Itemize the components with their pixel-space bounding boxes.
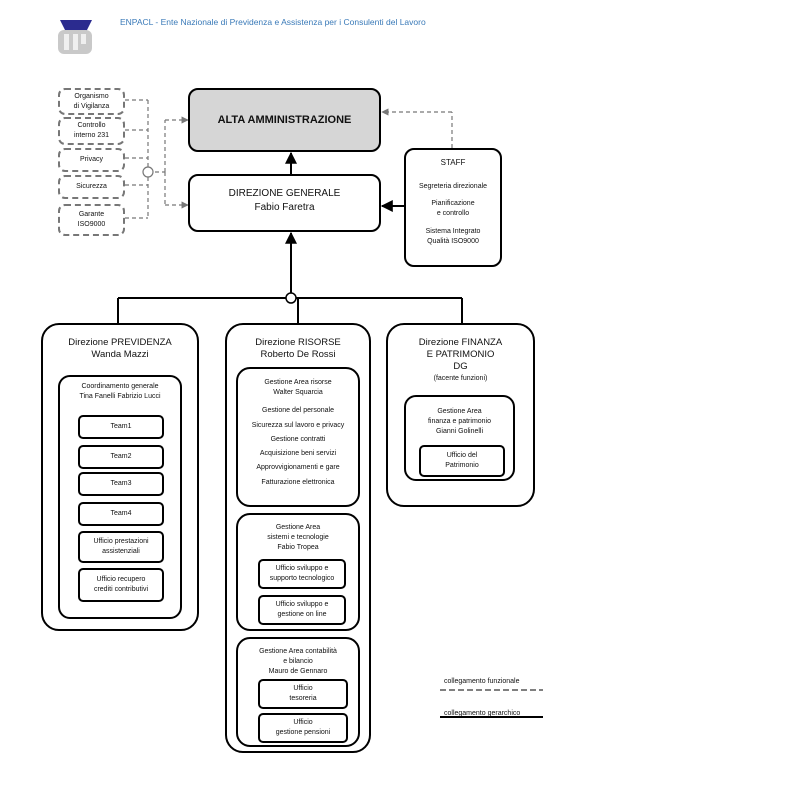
coordinamento-title: Coordinamento generale Tina Fanelli Fabr… (79, 383, 161, 400)
garante-iso-box: Garante ISO9000 (58, 204, 125, 236)
team2-box: Team2 (78, 445, 164, 469)
team1-box: Team1 (78, 415, 164, 439)
ufficio-patrimonio-box: Ufficio del Patrimonio (419, 445, 505, 477)
dg-title: DIREZIONE GENERALE (228, 188, 341, 199)
team3-box: Team3 (78, 472, 164, 496)
area-sistemi-title: Gestione Area sistemi e tecnologie Fabio… (267, 524, 329, 551)
sicurezza-box: Sicurezza (58, 175, 125, 199)
area-risorse-title: Gestione Area risorse Walter Squarcia (264, 379, 332, 396)
finanza-note: (facente funzioni) (433, 375, 488, 382)
area-risorse-item: Gestione contratti (270, 436, 326, 443)
staff-title: STAFF (440, 158, 466, 167)
area-risorse-item: Fatturazione elettronica (261, 479, 335, 486)
finanza-title: Direzione FINANZA E PATRIMONIO DG (418, 337, 503, 372)
page-title: ENPACL - Ente Nazionale di Previdenza e … (120, 17, 426, 27)
ufficio-gestione-online-box: Ufficio sviluppo e gestione on line (258, 595, 346, 625)
previdenza-title: Direzione PREVIDENZA Wanda Mazzi (68, 337, 172, 360)
staff-item: Sistema Integrato Qualità ISO9000 (425, 228, 481, 245)
area-risorse-item: Approvvigionamenti e gare (256, 464, 340, 471)
staff-item: Pianificazione e controllo (431, 200, 475, 217)
logo-mark-icon (58, 20, 92, 54)
coordinamento-generale-box: Coordinamento generale Tina Fanelli Fabr… (58, 375, 182, 619)
direzione-finanza-box: Direzione FINANZA E PATRIMONIO DG (facen… (386, 323, 535, 507)
area-risorse-item: Sicurezza sul lavoro e privacy (251, 422, 345, 429)
area-finanza-title: Gestione Area finanza e patrimonio Giann… (427, 408, 492, 435)
risorse-title: Direzione RISORSE Roberto De Rossi (255, 337, 341, 360)
controllo-interno-box: Controllo interno 231 (58, 117, 125, 145)
staff-item: Segreteria direzionale (418, 183, 488, 190)
enpacl-logo (52, 16, 96, 58)
area-contabilita-title: Gestione Area contabilità e bilancio Mau… (259, 648, 337, 675)
area-risorse-item: Acquisizione beni servizi (259, 450, 337, 457)
direzione-generale-box: DIREZIONE GENERALE Fabio Faretra (188, 174, 381, 232)
alta-amministrazione-box: ALTA AMMINISTRAZIONE (188, 88, 381, 152)
privacy-box: Privacy (58, 148, 125, 172)
area-finanza-box: Gestione Area finanza e patrimonio Giann… (404, 395, 515, 481)
area-contabilita-box: Gestione Area contabilità e bilancio Mau… (236, 637, 360, 747)
area-sistemi-box: Gestione Area sistemi e tecnologie Fabio… (236, 513, 360, 631)
direzione-previdenza-box: Direzione PREVIDENZA Wanda Mazzi Coordin… (41, 323, 199, 631)
dg-name: Fabio Faretra (254, 202, 315, 213)
organismo-vigilanza-box: Organismo di Vigilanza (58, 88, 125, 115)
staff-box: STAFF Segreteria direzionale Pianificazi… (404, 148, 502, 267)
ufficio-recupero-crediti-box: Ufficio recupero crediti contributivi (78, 568, 164, 602)
legend-functional-label: collegamento funzionale (444, 678, 520, 685)
area-risorse-item: Gestione del personale (262, 407, 334, 414)
team4-box: Team4 (78, 502, 164, 526)
ufficio-gestione-pensioni-box: Ufficio gestione pensioni (258, 713, 348, 743)
direzione-risorse-box: Direzione RISORSE Roberto De Rossi Gesti… (225, 323, 371, 753)
legend-hierarchical-label: collegamento gerarchico (444, 710, 521, 717)
area-risorse-box: Gestione Area risorse Walter Squarcia Ge… (236, 367, 360, 507)
ufficio-supporto-tecnologico-box: Ufficio sviluppo e supporto tecnologico (258, 559, 346, 589)
ufficio-tesoreria-box: Ufficio tesoreria (258, 679, 348, 709)
ufficio-prestazioni-box: Ufficio prestazioni assistenziali (78, 531, 164, 563)
